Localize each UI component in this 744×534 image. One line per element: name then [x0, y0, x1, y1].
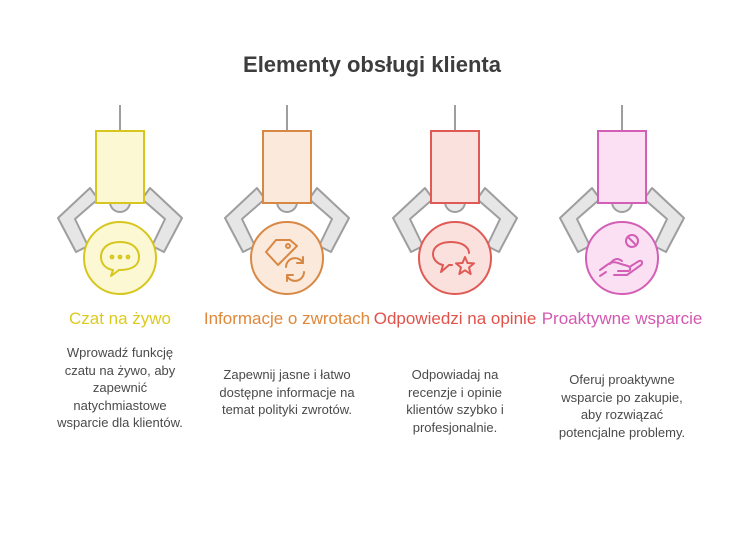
item-heading-2: Informacje o zwrotach	[203, 309, 371, 328]
return-tag-icon	[265, 239, 305, 282]
item-description-4: Oferuj proaktywne wsparcie po zakupie, a…	[558, 372, 686, 440]
claw-graphic-4	[552, 105, 692, 295]
item-description-1: Wprowadź funkcję czatu na żywo, aby zape…	[57, 345, 183, 430]
item-heading-1: Czat na żywo	[68, 309, 172, 328]
chat-bubble-icon	[100, 241, 140, 277]
claw-graphic-2	[217, 105, 357, 295]
support-hand-icon	[599, 234, 644, 277]
item-heading-4: Proaktywne wsparcie	[541, 309, 703, 328]
claw-graphic-1	[50, 105, 190, 295]
item-description-2: Zapewnij jasne i łatwo dostępne informac…	[219, 367, 355, 417]
item-heading-3: Odpowiedzi na opinie	[373, 309, 537, 328]
page-title: Elementy obsługi klienta	[243, 52, 501, 77]
review-star-icon	[432, 241, 475, 275]
claw-graphic-3	[385, 105, 525, 295]
item-description-3: Odpowiadaj na recenzje i opinie klientów…	[406, 367, 504, 435]
